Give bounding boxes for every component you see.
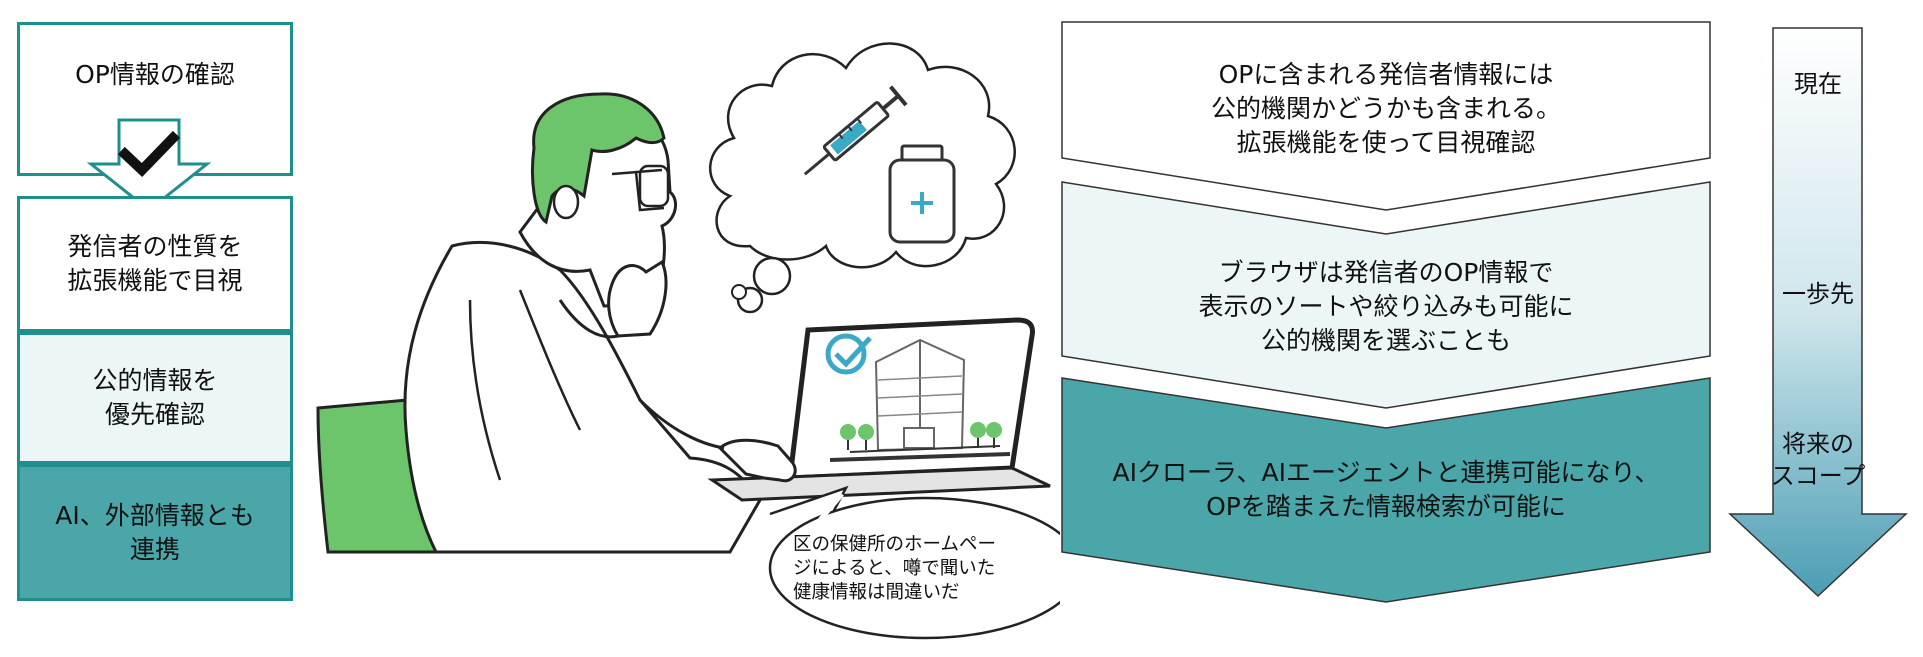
stage-1-shape — [1061, 21, 1711, 211]
hand-on-chin — [607, 259, 668, 338]
stage-2-shape — [1061, 181, 1711, 409]
step-ai-integration-label: AI、外部情報とも 連携 — [55, 500, 255, 564]
laptop — [707, 317, 1051, 502]
step-public-priority: 公的情報を 優先確認 — [17, 332, 293, 464]
step-extension-check: 発信者の性質を 拡張機能で目視 — [17, 196, 293, 332]
step-op-check-label: OP情報の確認 — [75, 60, 235, 89]
glasses — [611, 168, 665, 212]
stage-1-text: OPに含まれる発信者情報には 公的機関かどうかも含まれる。 拡張機能を使って目視… — [1210, 60, 1561, 157]
stage-3-shape — [1061, 377, 1711, 603]
speech-bubble — [768, 496, 1060, 640]
stage-3-text: AIクローラ、AIエージェントと連携可能になり、 OPを踏まえた情報検索が可能に — [1112, 458, 1660, 521]
speech-bubble-text: 区の保健所のホームペー ジによると、噂で聞いた 健康情報は間違いだ — [793, 534, 996, 603]
vaccine-vial-icon — [888, 144, 956, 244]
syringe-icon — [803, 85, 908, 176]
person-head — [518, 92, 678, 308]
timeline-label-now: 現在 — [1794, 70, 1842, 98]
verified-badge-icon — [825, 333, 872, 375]
checkmark-icon — [117, 130, 181, 178]
step-ai-integration: AI、外部情報とも 連携 — [17, 464, 293, 601]
step-public-priority-label: 公的情報を 優先確認 — [92, 366, 218, 429]
typing-hand — [717, 438, 797, 483]
timeline-label-future: 将来の スコープ — [1770, 430, 1866, 490]
office-building-icon — [874, 338, 966, 452]
down-arrow-check-icon — [86, 118, 212, 212]
ear — [552, 184, 580, 220]
stage-2-text: ブラウザは発信者のOP情報で 表示のソートや絞り込みも可能に 公的機関を選ぶこと… — [1198, 258, 1574, 355]
step-extension-check-label: 発信者の性質を 拡張機能で目視 — [67, 232, 243, 295]
person-illustration — [316, 42, 1060, 640]
hair — [531, 92, 666, 225]
timeline-label-next: 一歩先 — [1782, 280, 1854, 308]
timeline-arrow — [1728, 27, 1908, 598]
